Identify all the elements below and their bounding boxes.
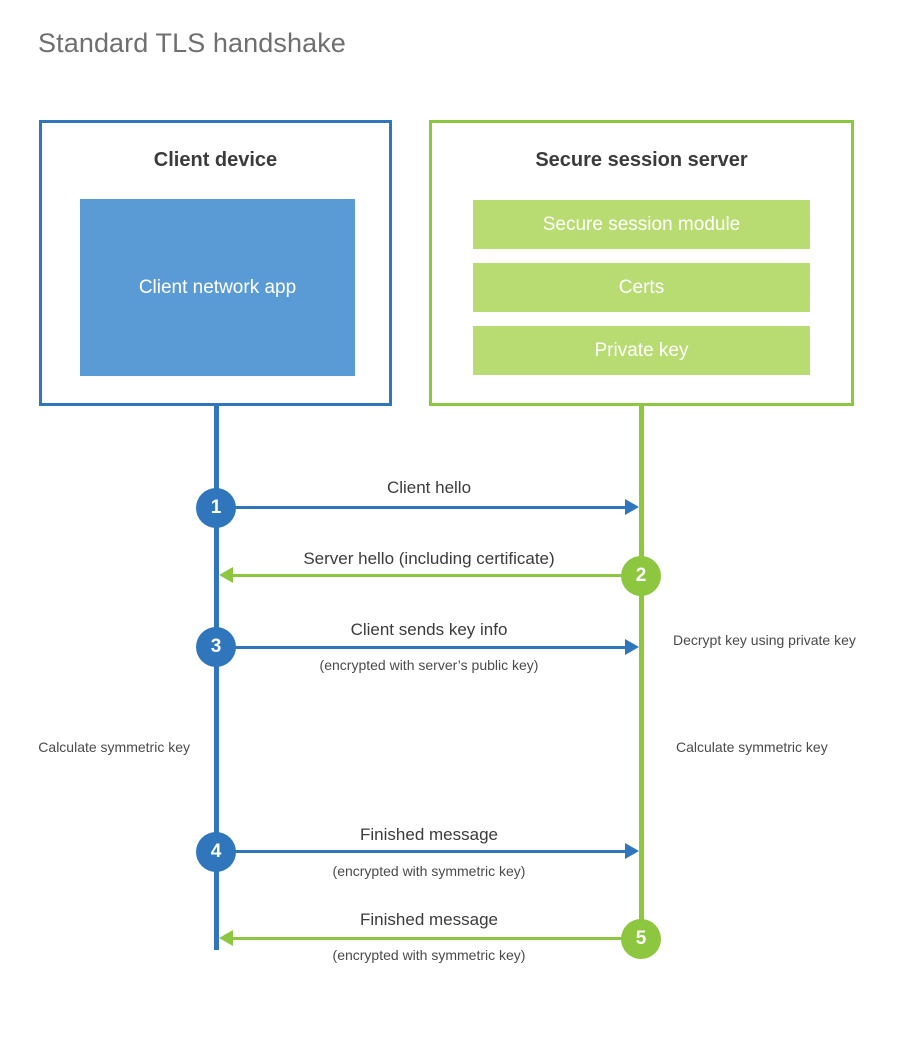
client-lifeline — [214, 405, 219, 950]
message-sublabel-step-4: (encrypted with symmetric key) — [332, 863, 526, 879]
client-network-app-label: Client network app — [138, 276, 297, 298]
secure-session-server-title: Secure session server — [535, 149, 748, 171]
client-network-app-block: Client network app — [80, 199, 355, 376]
arrow-step-1-line — [217, 506, 626, 509]
server-lifeline — [639, 405, 644, 939]
server-module-certs: Certs — [473, 263, 810, 312]
message-sublabel-step-3: (encrypted with server’s public key) — [319, 657, 539, 673]
annotation-client-calculate-symmetric-key: Calculate symmetric key — [38, 739, 190, 755]
arrow-step-3-head-icon — [625, 639, 639, 655]
arrow-step-2-head-icon — [219, 567, 233, 583]
message-label-step-5: Finished message — [360, 910, 498, 929]
server-module-secure-session-module: Secure session module — [473, 200, 810, 249]
message-label-step-3: Client sends key info — [350, 620, 508, 639]
step-marker-2: 2 — [621, 556, 661, 596]
step-marker-4: 4 — [196, 832, 236, 872]
annotation-server-calculate-symmetric-key: Calculate symmetric key — [676, 739, 828, 755]
page-title: Standard TLS handshake — [38, 28, 346, 58]
arrow-step-2-line — [233, 574, 642, 577]
client-device-box: Client device Client network app — [39, 120, 392, 406]
message-label-step-4: Finished message — [360, 825, 498, 844]
secure-session-server-box: Secure session server Secure session mod… — [429, 120, 854, 406]
message-sublabel-step-5: (encrypted with symmetric key) — [332, 947, 526, 963]
annotation-decrypt-key: Decrypt key using private key — [673, 632, 856, 648]
client-device-title: Client device — [153, 149, 278, 171]
arrow-step-5-line — [233, 937, 642, 940]
arrow-step-1-head-icon — [625, 499, 639, 515]
arrow-step-3-line — [217, 646, 626, 649]
step-marker-3: 3 — [196, 627, 236, 667]
message-label-step-2: Server hello (including certificate) — [303, 549, 555, 568]
server-module-private-key: Private key — [473, 326, 810, 375]
step-marker-5: 5 — [621, 919, 661, 959]
step-marker-1: 1 — [196, 488, 236, 528]
arrow-step-4-head-icon — [625, 843, 639, 859]
message-label-step-1: Client hello — [386, 478, 472, 497]
arrow-step-4-line — [217, 850, 626, 853]
arrow-step-5-head-icon — [219, 930, 233, 946]
